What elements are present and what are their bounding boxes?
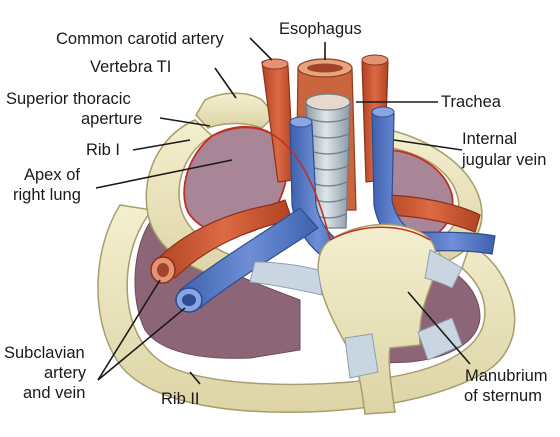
- label-vertebra: Vertebra TI: [90, 58, 171, 76]
- label-rib-one: Rib I: [86, 141, 120, 159]
- esophagus-lumen: [307, 63, 343, 73]
- costal-cartilage-rib-two-right: [344, 333, 379, 379]
- label-subclavian-line3: and vein: [23, 384, 85, 402]
- label-rib-two: Rib II: [161, 390, 200, 408]
- label-subclavian-line2: artery: [44, 364, 87, 382]
- vertebra-shape: [195, 92, 277, 129]
- label-subclavian-line1: Subclavian: [4, 344, 85, 362]
- figure-labels: Esophagus Common carotid artery Vertebra…: [4, 20, 548, 408]
- costal-cartilage-right: [249, 261, 323, 296]
- label-superior-aperture-line1: Superior thoracic: [6, 90, 131, 108]
- left-subclavian-artery: [379, 194, 481, 233]
- label-manubrium-line2: of sternum: [464, 387, 542, 405]
- label-trachea: Trachea: [441, 93, 502, 111]
- label-apex-line1: Apex of: [24, 166, 80, 184]
- right-jugular-opening: [289, 116, 313, 128]
- left-jugular-opening: [371, 106, 395, 118]
- costal-cartilage-left: [424, 249, 463, 289]
- label-common-carotid-artery: Common carotid artery: [56, 30, 225, 48]
- subclavian-vein-lumen: [182, 294, 196, 306]
- right-subclavian-vein: [179, 207, 319, 309]
- label-internal-jugular-line2: jugular vein: [461, 151, 546, 169]
- label-internal-jugular-line1: Internal: [462, 130, 517, 148]
- left-carotid-opening: [361, 54, 389, 66]
- trachea-opening: [305, 93, 351, 111]
- right-carotid-opening: [261, 58, 289, 70]
- label-superior-aperture-line2: aperture: [81, 110, 142, 128]
- superior-thoracic-aperture-outline: [211, 126, 431, 241]
- label-apex-line2: right lung: [13, 186, 81, 204]
- label-manubrium-line1: Manubrium: [465, 367, 548, 385]
- leader-lines: [95, 37, 471, 385]
- right-subclavian-artery: [154, 199, 293, 279]
- subclavian-artery-lumen: [157, 263, 169, 277]
- costal-cartilage-rib-two-left: [417, 317, 463, 361]
- label-esophagus: Esophagus: [279, 20, 362, 38]
